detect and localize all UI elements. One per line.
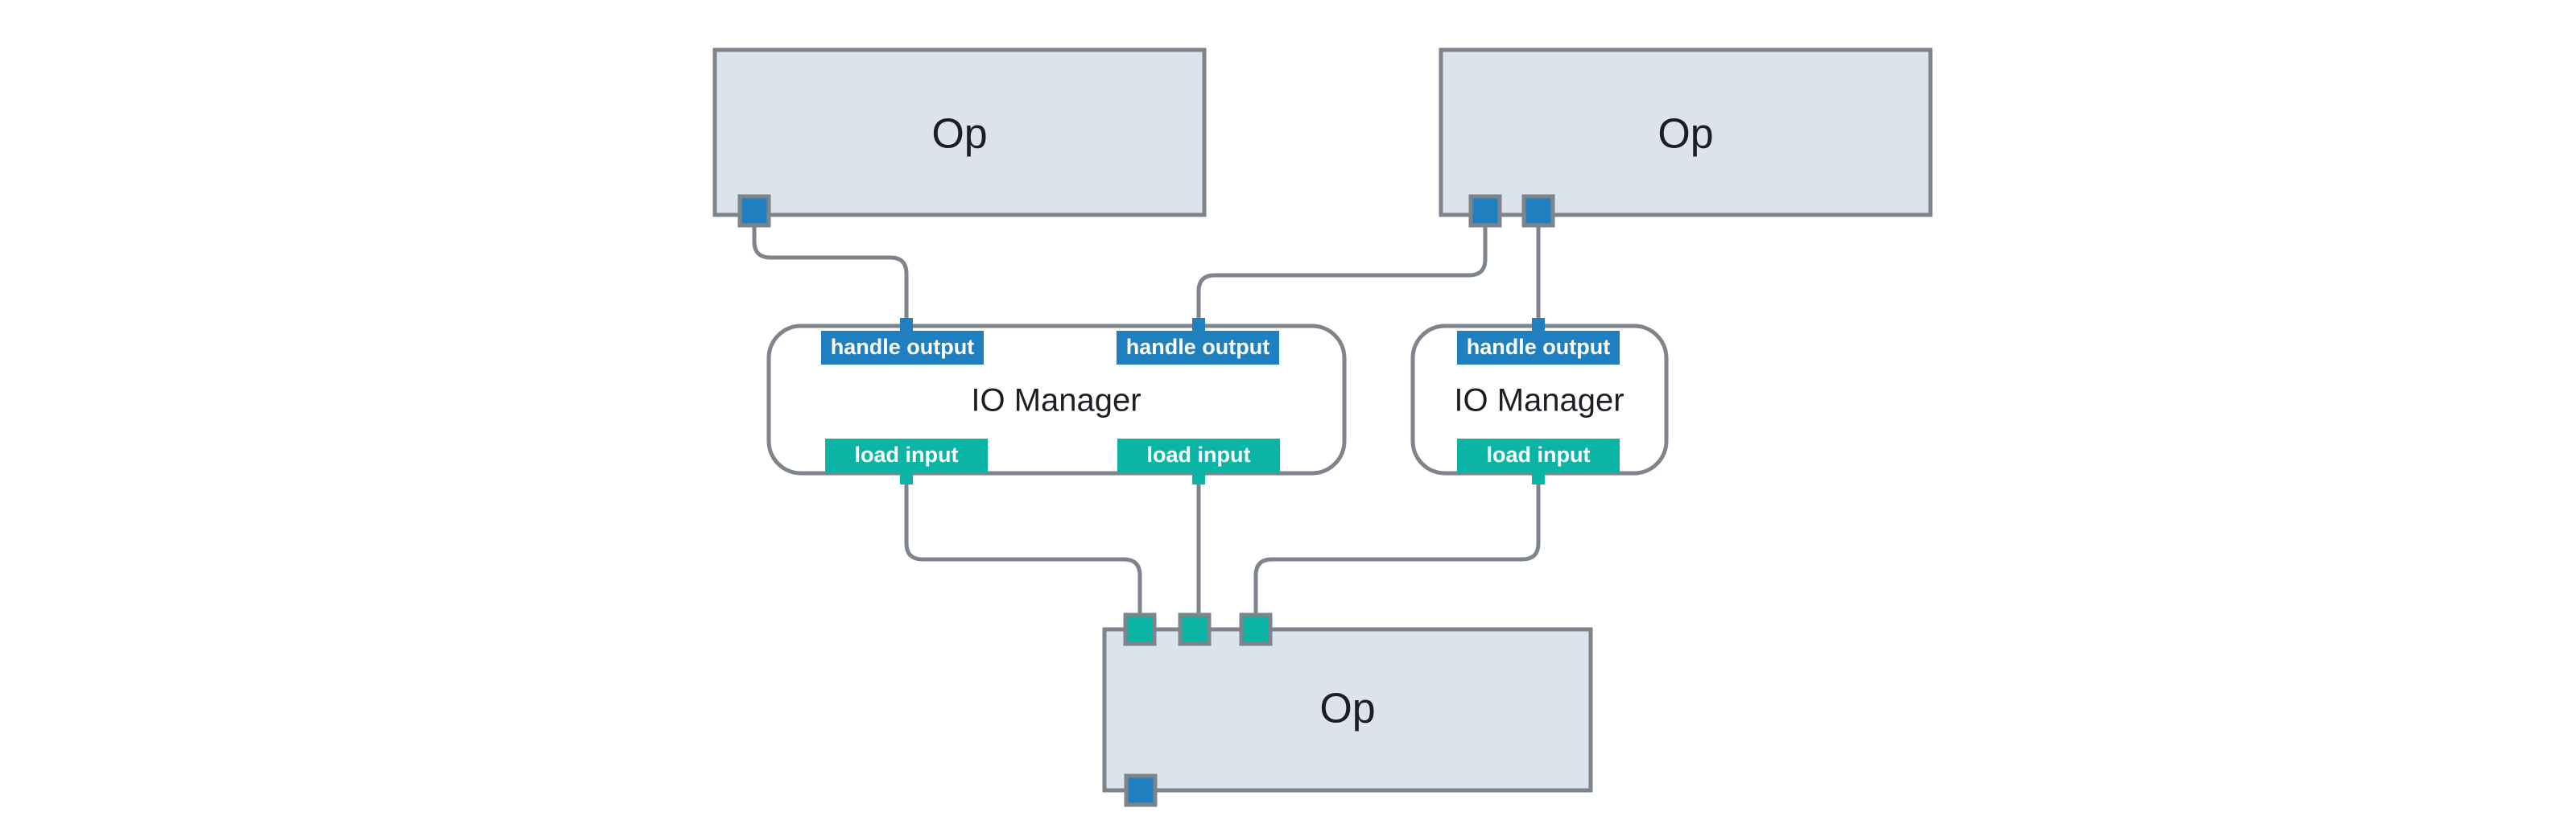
iomanager-right-handle-output-tag-1[interactable]: handle output [1457,331,1620,365]
iomanager-left-label: IO Manager [971,383,1141,418]
iomanager-left-handle-output-tag-2-label: handle output [1126,335,1269,359]
node-op-bottom[interactable]: Op [1102,612,1593,807]
node-iomanager-right[interactable]: handle output IO Manager load input [1410,318,1669,484]
edge-iomanager-right-to-op-bottom-3[interactable] [1253,473,1541,629]
op-top-right-output-handle-2[interactable] [1521,194,1555,228]
op-top-left-label: Op [931,111,987,158]
iomanager-right-handle-output-tag-1-label: handle output [1467,335,1610,359]
op-top-right-output-handle-1[interactable] [1468,194,1502,228]
iomanager-right-label: IO Manager [1454,383,1624,418]
iomanager-left-handle-output-tag-2[interactable]: handle output [1117,331,1279,365]
iomanager-left-handle-output-tag-1-label: handle output [831,335,974,359]
edge-iomanager-left-to-op-bottom-1[interactable] [904,473,1142,629]
edge-layer [752,211,1541,629]
op-bottom-input-handle-2[interactable] [1178,612,1212,646]
iomanager-right-load-input-nub-1[interactable] [1532,467,1545,484]
iomanager-right-load-input-tag-1[interactable]: load input [1457,439,1620,472]
iomanager-left-load-input-nub-1[interactable] [900,467,913,484]
iomanager-right-load-input-tag-1-label: load input [1487,443,1591,467]
op-top-left-output-handle[interactable] [737,194,771,228]
op-bottom-input-handle-3[interactable] [1239,612,1273,646]
op-top-left-body[interactable] [712,47,1207,217]
op-bottom-input-handle-1[interactable] [1123,612,1157,646]
op-bottom-body[interactable] [1102,627,1593,793]
op-top-right-body[interactable] [1439,47,1933,217]
edge-op-top-left-to-iomanager-left[interactable] [752,211,909,326]
op-bottom-label: Op [1319,686,1375,732]
iomanager-left-handle-output-tag-1[interactable]: handle output [821,331,984,365]
op-bottom-output-handle[interactable] [1124,773,1158,807]
node-op-top-left[interactable]: Op [712,47,1207,228]
iomanager-left-load-input-nub-2[interactable] [1192,467,1205,484]
node-op-top-right[interactable]: Op [1439,47,1933,228]
iomanager-left-load-input-tag-1-label: load input [855,443,959,467]
op-top-right-label: Op [1657,111,1713,158]
edge-op-top-right-to-iomanager-left[interactable] [1196,211,1488,326]
iomanager-left-load-input-tag-2-label: load input [1147,443,1251,467]
node-iomanager-left[interactable]: handle output handle output IO Manager l… [766,318,1347,484]
